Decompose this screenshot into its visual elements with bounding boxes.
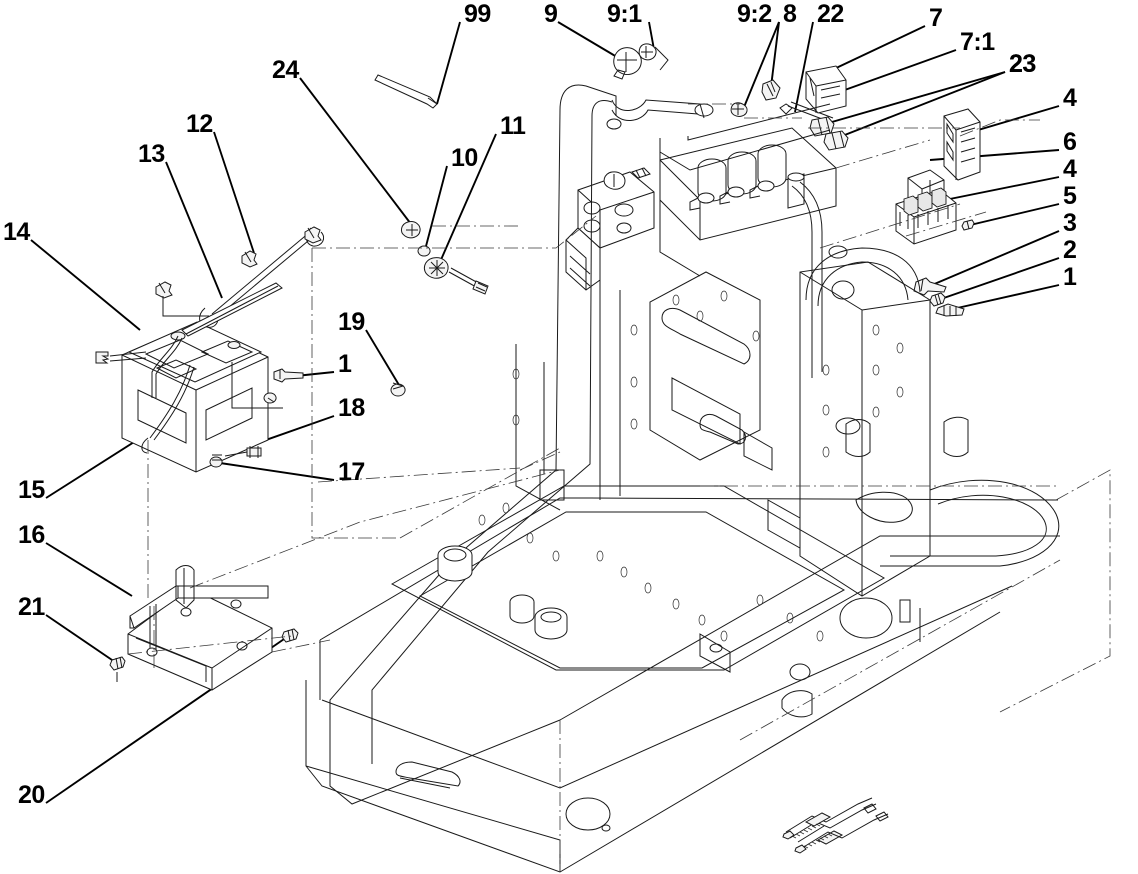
callout-17: 17 [338, 458, 365, 486]
callout-1: 1 [338, 350, 352, 378]
callout-4: 4 [1063, 84, 1077, 112]
callout-11: 11 [500, 112, 526, 140]
leader-line-24 [299, 77, 415, 229]
leader-line-23 [831, 71, 1006, 141]
callout-19: 19 [338, 308, 365, 336]
callout-21: 21 [18, 593, 45, 621]
leader-line-1 [943, 284, 1060, 312]
wing-nut-12 [241, 250, 258, 268]
callout-23: 23 [1009, 50, 1036, 78]
wire-harness [782, 797, 889, 854]
callout-6: 6 [1063, 128, 1077, 156]
callout-24: 24 [272, 56, 299, 84]
callout-9: 9 [544, 0, 558, 28]
callout-2: 2 [1063, 236, 1077, 264]
callout-20: 20 [18, 781, 45, 809]
sender-9-group [613, 43, 669, 80]
callout-8: 8 [783, 0, 797, 28]
callout-16: 16 [18, 521, 45, 549]
leader-line-15 [45, 436, 143, 499]
leader-line-2 [937, 257, 1060, 301]
part-99-rod [374, 74, 438, 109]
callout-leader-lines [30, 21, 1060, 804]
callout-5: 5 [1063, 182, 1077, 210]
callout-18: 18 [338, 394, 365, 422]
battery-assembly [95, 226, 406, 473]
leader-line-7-1 [827, 49, 957, 97]
leader-line-5 [965, 203, 1060, 227]
callout-1: 1 [1063, 263, 1077, 291]
leader-line-14 [30, 239, 141, 331]
leader-line-99 [436, 21, 461, 105]
callout-15: 15 [18, 476, 45, 504]
leader-line-3 [924, 230, 1060, 289]
wing-nut-top [155, 281, 209, 317]
wing-nut-13 [304, 226, 322, 244]
callout-23: 23 [1009, 50, 1036, 78]
bolt-group-1-left [231, 362, 304, 409]
leader-line-13 [165, 161, 223, 299]
electrical-panel [895, 108, 981, 317]
callout-7: 7 [929, 4, 943, 32]
callout-9-1: 9:1 [607, 0, 642, 28]
callout-10: 10 [451, 144, 478, 172]
leader-line-22 [794, 21, 814, 113]
battery-tray [109, 440, 299, 691]
leader-line-9-2 [741, 21, 780, 113]
fastener-19 [390, 382, 406, 397]
callout-9-2: 9:2 [737, 0, 772, 28]
leader-line-16 [45, 542, 133, 597]
leader-line-21 [45, 614, 116, 663]
callout-12: 12 [186, 110, 213, 138]
callout-99: 99 [464, 0, 491, 28]
callout-13: 13 [138, 140, 165, 168]
leader-line-9 [557, 21, 623, 61]
leader-line-10 [424, 165, 448, 251]
construction-lines [127, 103, 1111, 872]
callout-4: 4 [1063, 155, 1077, 183]
callout-7-1: 7:1 [960, 28, 995, 56]
leader-line-19 [365, 329, 403, 391]
callout-22: 22 [817, 0, 844, 28]
main-frame [305, 84, 1060, 873]
leader-line-11 [439, 133, 497, 263]
leader-line-12 [213, 131, 255, 254]
callout-3: 3 [1063, 209, 1077, 237]
sender-switch-group [400, 221, 489, 295]
hydraulic-valve-stack [565, 127, 837, 291]
fastener-17-18 [209, 446, 262, 468]
leader-line-17 [219, 462, 335, 481]
leader-line-23 [817, 71, 1006, 127]
callout-14: 14 [3, 218, 30, 246]
